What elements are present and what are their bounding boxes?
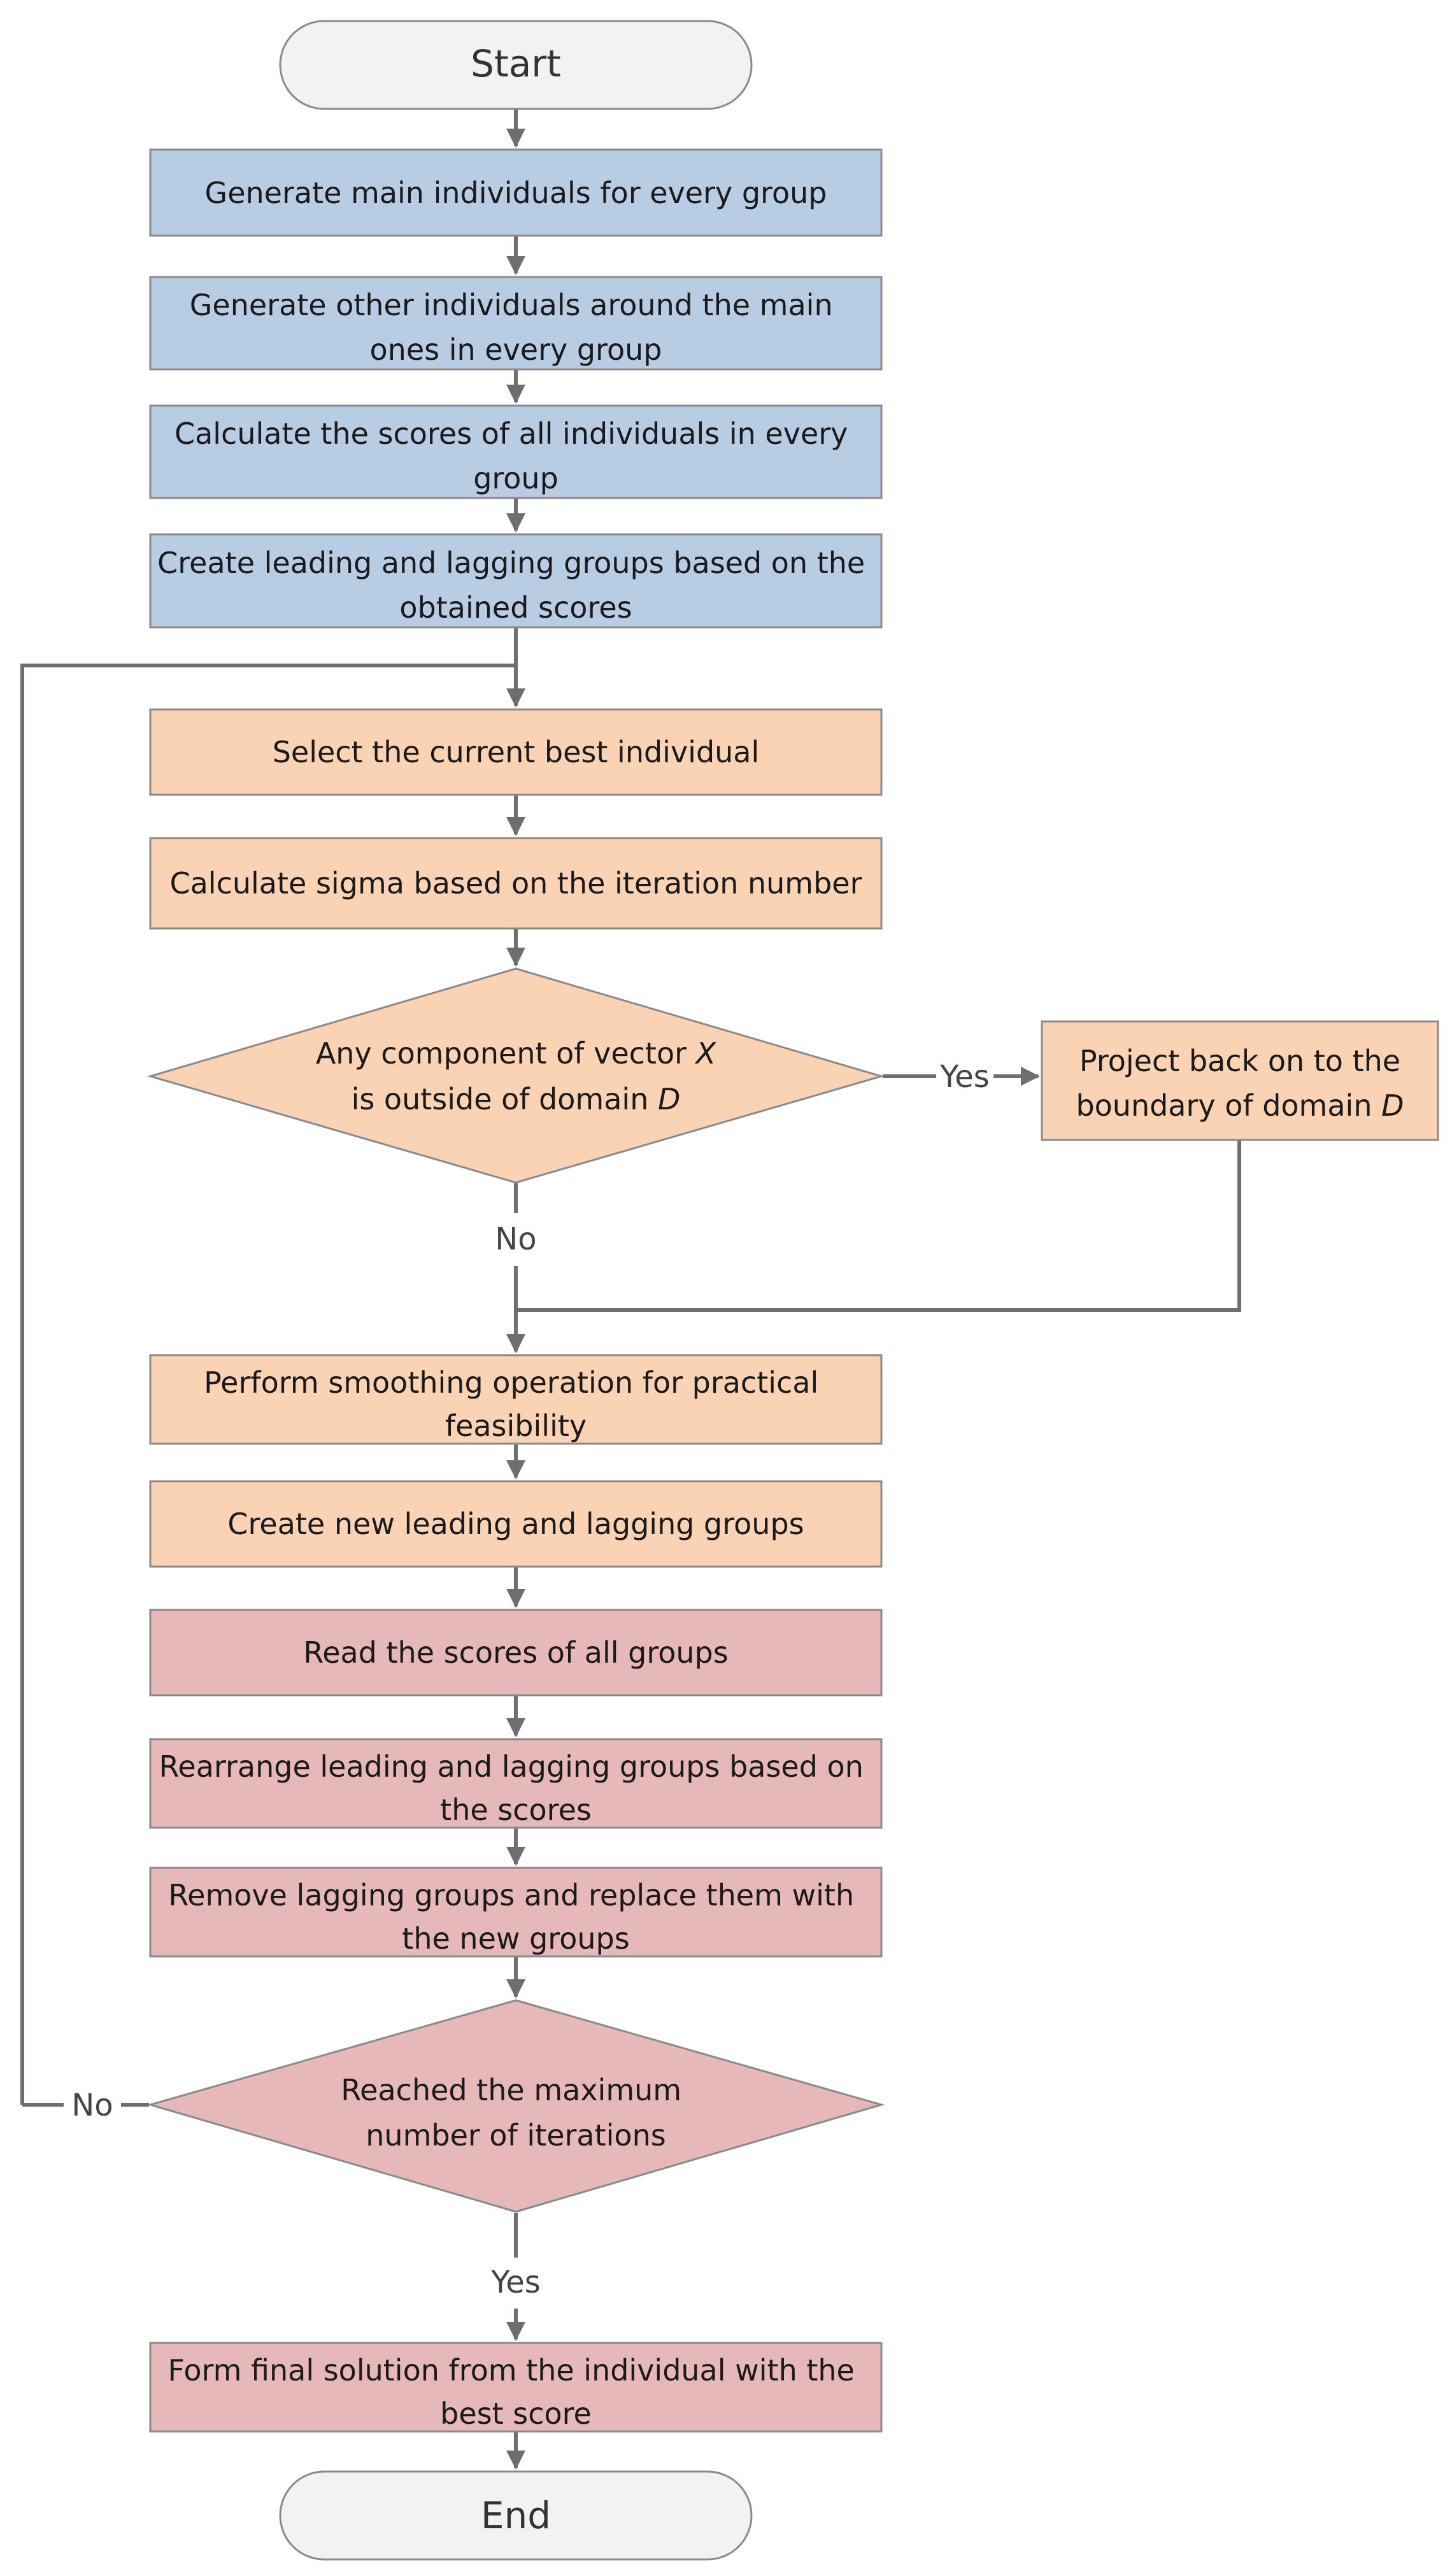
final-solution-line-2: best score [440, 2396, 592, 2431]
process-read-scores: Read the scores of all groups [149, 1609, 883, 1697]
read-scores-label: Read the scores of all groups [303, 1635, 728, 1670]
rearrange-line-1: Rearrange leading and lagging groups bas… [159, 1749, 864, 1784]
edge-project-back-return [516, 1140, 1241, 1312]
remove-lagging-line-1: Remove lagging groups and replace them w… [168, 1878, 854, 1912]
calculate-scores-line-2: group [473, 461, 559, 495]
final-solution-text: Form final solution from the individual … [168, 2353, 864, 2431]
process-select-best: Select the current best individual [149, 708, 883, 796]
calculate-scores-text: Calculate the scores of all individuals … [174, 416, 857, 495]
generate-other-text: Generate other individuals around the ma… [190, 288, 843, 367]
generate-main-label: Generate main individuals for every grou… [205, 176, 827, 210]
start-label: Start [471, 42, 561, 85]
process-calculate-sigma: Calculate sigma based on the iteration n… [149, 837, 883, 930]
smoothing-text: Perform smoothing operation for practica… [204, 1365, 828, 1443]
smoothing-line-1: Perform smoothing operation for practica… [204, 1365, 818, 1400]
select-best-label: Select the current best individual [273, 735, 760, 769]
rearrange-text: Rearrange leading and lagging groups bas… [159, 1749, 873, 1827]
create-new-groups-label: Create new leading and lagging groups [227, 1507, 804, 1541]
process-generate-main: Generate main individuals for every grou… [149, 148, 883, 237]
max-iterations-text: Reached the maximum number of iterations [341, 2073, 690, 2153]
decision-max-iterations: Reached the maximum number of iterations [146, 1999, 885, 2213]
edge-label-iter-no: No [71, 2088, 113, 2123]
project-back-var-d: D [1381, 1088, 1404, 1123]
end-label: End [481, 2494, 551, 2537]
process-rearrange: Rearrange leading and lagging groups bas… [149, 1738, 883, 1829]
domain-check-line-2: is outside of domain D [352, 1082, 681, 1116]
domain-check-var-x: X [695, 1036, 717, 1071]
process-calculate-scores: Calculate the scores of all individuals … [149, 404, 883, 499]
project-back-line-2-prefix: boundary of domain [1076, 1088, 1381, 1123]
smoothing-line-2: feasibility [445, 1409, 587, 1443]
project-back-line-2: boundary of domain D [1076, 1088, 1404, 1123]
edge-label-domain-no: No [495, 1221, 536, 1257]
create-groups-text: Create leading and lagging groups based … [157, 546, 874, 625]
process-create-new-groups: Create new leading and lagging groups [149, 1480, 883, 1568]
edge-max-iterations-no-loop [20, 664, 516, 2105]
process-final-solution: Form final solution from the individual … [149, 2342, 883, 2433]
end-node: End [279, 2470, 753, 2561]
process-smoothing: Perform smoothing operation for practica… [149, 1354, 883, 1445]
edge-label-iter-yes: Yes [490, 2265, 540, 2300]
project-back-line-1: Project back on to the [1079, 1044, 1400, 1078]
remove-lagging-line-2: the new groups [402, 1921, 629, 1956]
calculate-sigma-label: Calculate sigma based on the iteration n… [169, 866, 862, 900]
domain-check-var-d: D [658, 1082, 680, 1116]
generate-other-line-1: Generate other individuals around the ma… [190, 288, 833, 322]
process-generate-other: Generate other individuals around the ma… [149, 276, 883, 371]
calculate-scores-line-1: Calculate the scores of all individuals … [174, 416, 848, 451]
process-create-groups: Create leading and lagging groups based … [149, 533, 883, 629]
process-project-back: Project back on to the boundary of domai… [1041, 1020, 1439, 1141]
edge-label-domain-yes: Yes [939, 1059, 989, 1095]
create-groups-line-1: Create leading and lagging groups based … [157, 546, 865, 580]
max-iterations-line-1: Reached the maximum [341, 2073, 681, 2107]
final-solution-line-1: Form final solution from the individual … [168, 2353, 855, 2387]
process-remove-lagging: Remove lagging groups and replace them w… [149, 1867, 883, 1958]
decision-domain-check: Any component of vector X is outside of … [146, 967, 885, 1184]
remove-lagging-text: Remove lagging groups and replace them w… [168, 1878, 864, 1956]
rearrange-line-2: the scores [440, 1793, 592, 1827]
generate-other-line-2: ones in every group [370, 332, 662, 367]
domain-check-line-1: Any component of vector X [316, 1036, 717, 1071]
create-groups-line-2: obtained scores [399, 590, 632, 625]
domain-check-line-1-prefix: Any component of vector [316, 1036, 696, 1071]
domain-check-line-2-prefix: is outside of domain [352, 1082, 658, 1116]
max-iterations-line-2: number of iterations [366, 2118, 666, 2153]
connectors [20, 109, 1241, 2470]
start-node: Start [279, 20, 753, 110]
